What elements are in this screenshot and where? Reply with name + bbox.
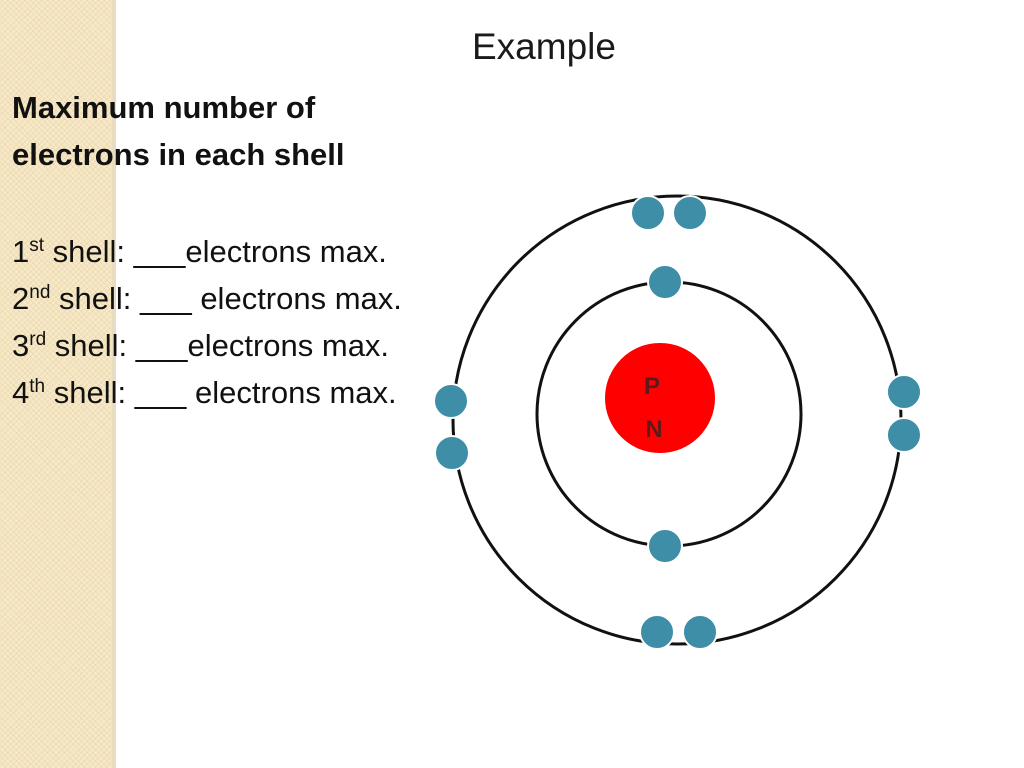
shell-text: shell: ___ electrons max. — [50, 281, 402, 316]
outer-shell-electron — [630, 195, 666, 231]
outer-shell-electron — [434, 435, 470, 471]
outer-shell-electron — [886, 417, 922, 453]
nucleus-label-protons: P — [644, 373, 660, 400]
shell-line-3: 3rd shell: ___electrons max. — [12, 322, 402, 369]
outer-shell-electron — [886, 374, 922, 410]
shell-number: 2 — [12, 281, 30, 316]
shell-text: shell: ___ electrons max. — [45, 375, 397, 410]
electrons-group — [433, 195, 922, 650]
nucleus — [605, 343, 715, 453]
slide-title: Example — [472, 26, 616, 67]
outer-shell-electron — [672, 195, 708, 231]
shell-number: 4 — [12, 375, 30, 410]
inner-shell-electron — [647, 528, 683, 564]
shell-number: 3 — [12, 328, 30, 363]
side-strip-edge — [112, 0, 116, 768]
ordinal-suffix: th — [29, 376, 46, 397]
ordinal-suffix: rd — [29, 329, 47, 350]
slide-heading: Maximum number of electrons in each shel… — [12, 84, 472, 178]
shell-line-4: 4th shell: ___ electrons max. — [12, 369, 402, 416]
shell-text: shell: ___electrons max. — [46, 328, 390, 363]
shell-line-1: 1st shell: ___electrons max. — [12, 228, 402, 275]
nucleus-label-neutrons: N — [645, 416, 662, 443]
outer-shell-electron — [682, 614, 718, 650]
shell-number: 1 — [12, 234, 30, 269]
inner-shell-electron — [647, 264, 683, 300]
ordinal-suffix: st — [29, 235, 45, 256]
outer-shell-electron — [639, 614, 675, 650]
shell-text: shell: ___electrons max. — [44, 234, 387, 269]
shell-line-2: 2nd shell: ___ electrons max. — [12, 275, 402, 322]
heading-line-1: Maximum number of — [12, 90, 316, 125]
decorative-side-strip — [0, 0, 112, 768]
outer-shell-electron — [433, 383, 469, 419]
heading-line-2: electrons in each shell — [12, 137, 345, 172]
ordinal-suffix: nd — [29, 282, 51, 303]
shell-capacity-list: 1st shell: ___electrons max. 2nd shell: … — [12, 228, 402, 416]
